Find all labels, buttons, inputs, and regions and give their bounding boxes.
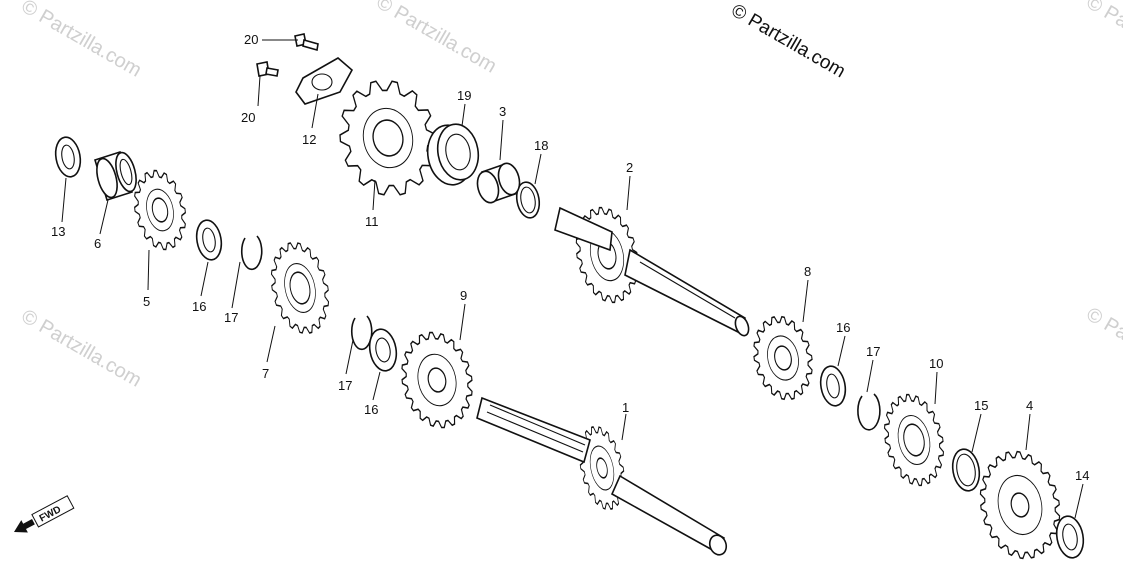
watermark-mid-right: © Partzilla.com [1083, 303, 1123, 389]
part-12-plate [295, 57, 354, 105]
callout-17-middle: 17 [338, 378, 352, 393]
callout-19: 19 [457, 88, 471, 103]
callout-3: 3 [499, 104, 506, 119]
callout-20-bottom: 20 [241, 110, 255, 125]
part-16-washer-middle [368, 328, 398, 372]
callout-labels: 20 20 12 19 3 18 11 2 13 6 5 16 17 7 9 1… [51, 32, 1089, 483]
part-16-washer-left [195, 219, 223, 261]
callout-12: 12 [302, 132, 316, 147]
part-15-washer [951, 448, 981, 492]
faint-watermarks: © Partzilla.com © Partzilla.com © Partzi… [18, 0, 1123, 392]
part-13-washer [54, 136, 82, 178]
part-2-countershaft [554, 206, 750, 337]
part-7-gear [270, 242, 330, 334]
watermark-top-center: © Partzilla.com [373, 0, 501, 78]
part-17-circlip-left [240, 235, 263, 271]
part-14-washer [1055, 515, 1085, 559]
callout-10: 10 [929, 356, 943, 371]
part-10-gear [884, 393, 944, 487]
part-9-gear [401, 331, 473, 429]
fwd-label: FWD [38, 504, 63, 524]
callout-7: 7 [262, 366, 269, 381]
callout-16-left: 16 [192, 299, 206, 314]
callout-18: 18 [534, 138, 548, 153]
callout-13: 13 [51, 224, 65, 239]
callout-6: 6 [94, 236, 101, 251]
callout-1: 1 [622, 400, 629, 415]
part-19-oil-seal [426, 123, 480, 186]
fwd-arrow-indicator: FWD [14, 495, 75, 533]
watermark-mid-left: © Partzilla.com [18, 305, 146, 391]
callout-4: 4 [1026, 398, 1033, 413]
part-16-washer-right [819, 365, 847, 407]
callout-2: 2 [626, 160, 633, 175]
part-1-mainshaft [476, 396, 728, 556]
watermark-main: © Partzilla.com [728, 0, 849, 82]
watermark-top-left: © Partzilla.com [18, 0, 146, 82]
callout-16-middle: 16 [364, 402, 378, 417]
part-18-circlip [515, 181, 541, 219]
callout-16-right: 16 [836, 320, 850, 335]
part-17-circlip-right [857, 393, 881, 431]
part-5-gear [134, 169, 186, 251]
part-3-collar [476, 162, 521, 204]
part-4-gear [979, 450, 1061, 560]
callout-15: 15 [974, 398, 988, 413]
callout-17-right: 17 [866, 344, 880, 359]
callout-8: 8 [804, 264, 811, 279]
callout-17-left: 17 [224, 310, 238, 325]
callout-5: 5 [143, 294, 150, 309]
callout-20-top: 20 [244, 32, 258, 47]
callout-14: 14 [1075, 468, 1089, 483]
part-17-circlip-middle [350, 315, 373, 351]
part-8-gear [753, 315, 813, 401]
callout-9: 9 [460, 288, 467, 303]
leader-lines [61, 39, 1084, 519]
part-20-bolt-bottom [256, 61, 279, 77]
part-6-bearing [94, 150, 137, 202]
part-11-sprocket [339, 80, 437, 196]
gears-layer [134, 80, 1061, 560]
fwd-arrow-icon [14, 519, 35, 533]
callout-11: 11 [365, 214, 379, 229]
part-20-bolt-top [294, 33, 319, 52]
watermark-top-right: © Partzilla.com [1083, 0, 1123, 78]
